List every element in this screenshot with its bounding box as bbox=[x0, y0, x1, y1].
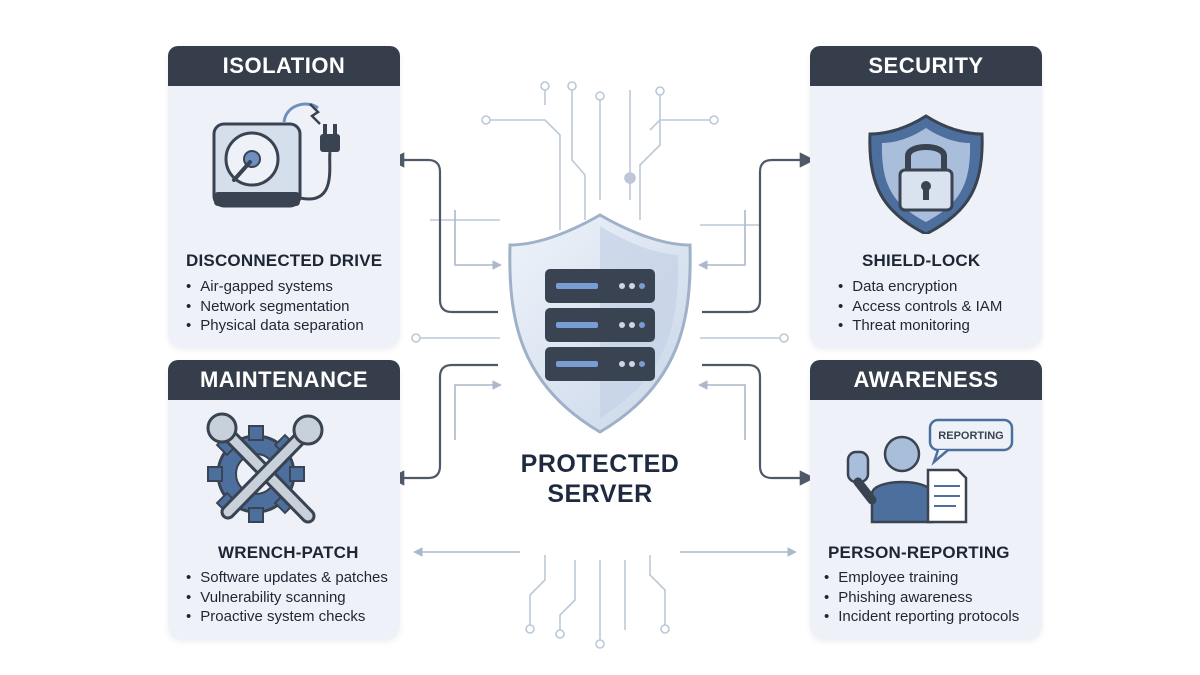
isolation-header: ISOLATION bbox=[168, 46, 400, 86]
list-item: Threat monitoring bbox=[838, 316, 1038, 336]
security-card: SECURITY SHIELD-LOCK Data encryption Acc… bbox=[810, 46, 1042, 348]
list-item: Physical data separation bbox=[186, 316, 396, 336]
list-item: Software updates & patches bbox=[186, 568, 396, 588]
isolation-list: Air-gapped systems Network segmentation … bbox=[186, 277, 396, 336]
shield-lock-icon bbox=[868, 114, 984, 234]
security-list: Data encryption Access controls & IAM Th… bbox=[838, 277, 1038, 336]
maintenance-list: Software updates & patches Vulnerability… bbox=[186, 568, 396, 627]
isolation-title: DISCONNECTED DRIVE bbox=[186, 251, 383, 270]
wrench-patch-icon bbox=[206, 412, 324, 524]
security-title: SHIELD-LOCK bbox=[862, 251, 981, 270]
list-item: Incident reporting protocols bbox=[824, 607, 1038, 627]
awareness-title: PERSON-REPORTING bbox=[828, 543, 1010, 562]
isolation-card: ISOLATION DISCONNECTED DRIVE Air-gapped … bbox=[168, 46, 400, 348]
list-item: Air-gapped systems bbox=[186, 277, 396, 297]
awareness-header: AWARENESS bbox=[810, 360, 1042, 400]
list-item: Access controls & IAM bbox=[838, 297, 1038, 317]
list-item: Employee training bbox=[824, 568, 1038, 588]
list-item: Phishing awareness bbox=[824, 588, 1038, 608]
list-item: Proactive system checks bbox=[186, 607, 396, 627]
disconnected-drive-icon bbox=[212, 102, 340, 208]
security-header: SECURITY bbox=[810, 46, 1042, 86]
connector-arrows bbox=[388, 152, 816, 486]
protected-server-label: PROTECTED SERVER bbox=[520, 450, 680, 508]
maintenance-card: MAINTENANCE WRENCH-PATCH Software update… bbox=[168, 360, 400, 640]
server-rack bbox=[545, 269, 655, 381]
circuit-nodes bbox=[411, 81, 789, 649]
list-item: Network segmentation bbox=[186, 297, 396, 317]
circuit-lines bbox=[420, 90, 780, 640]
awareness-list: Employee training Phishing awareness Inc… bbox=[824, 568, 1038, 627]
awareness-card: AWARENESS REPORTING PERSON-REPORTING Emp… bbox=[810, 360, 1042, 640]
maintenance-title: WRENCH-PATCH bbox=[218, 543, 359, 562]
list-item: Vulnerability scanning bbox=[186, 588, 396, 608]
shield-server-icon bbox=[508, 213, 692, 434]
reporting-bubble-text: REPORTING bbox=[938, 430, 1003, 442]
light-arrows bbox=[413, 210, 797, 557]
maintenance-header: MAINTENANCE bbox=[168, 360, 400, 400]
list-item: Data encryption bbox=[838, 277, 1038, 297]
person-reporting-icon: REPORTING bbox=[846, 418, 1014, 524]
